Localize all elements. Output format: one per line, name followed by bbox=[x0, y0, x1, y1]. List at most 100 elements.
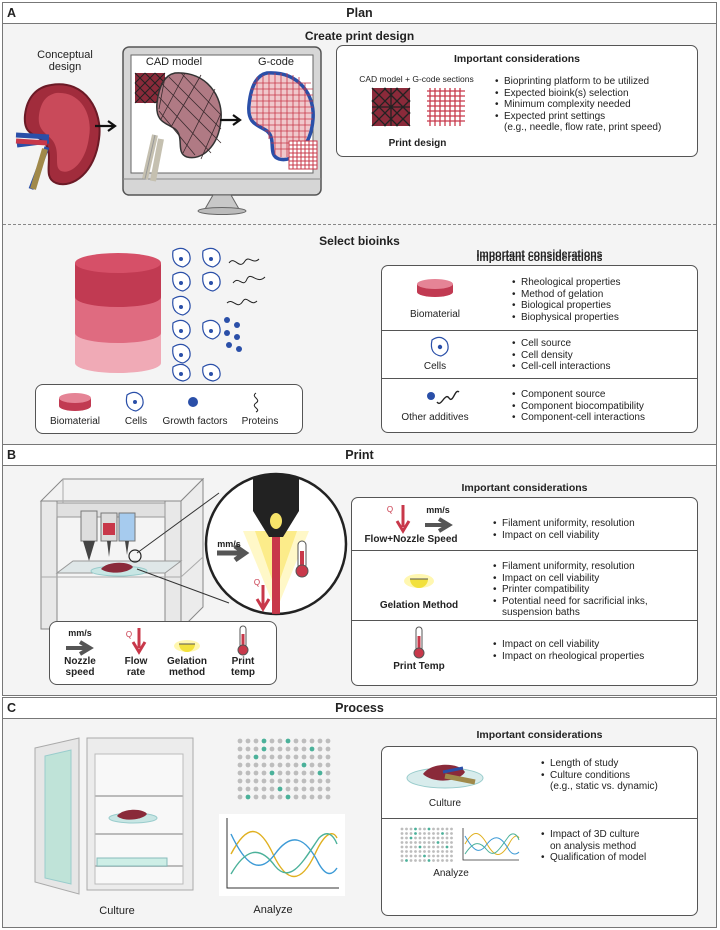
well-dot bbox=[309, 754, 315, 760]
well-dot bbox=[277, 746, 283, 752]
kidney-icon bbox=[15, 83, 101, 190]
panel-b-letter: B bbox=[7, 448, 17, 462]
gelation-icon bbox=[174, 640, 200, 652]
other-additives-icon bbox=[427, 390, 460, 405]
well-dot bbox=[293, 746, 299, 752]
well-dot bbox=[432, 841, 435, 844]
gcode-section-icon bbox=[427, 88, 465, 126]
print-design-label: Print design bbox=[388, 138, 447, 149]
cells-row-label: Cells bbox=[423, 361, 447, 372]
well-dot bbox=[414, 827, 417, 831]
well-dot bbox=[261, 754, 267, 760]
well-dot bbox=[432, 854, 435, 858]
well-dot bbox=[245, 794, 251, 800]
cells-icon bbox=[172, 247, 221, 382]
well-dot bbox=[285, 794, 291, 800]
well-dot bbox=[293, 762, 299, 768]
well-dot bbox=[436, 854, 440, 858]
cell-icon bbox=[125, 391, 144, 412]
well-dot bbox=[405, 832, 408, 835]
gelation-icon bbox=[404, 574, 434, 588]
protein-icon bbox=[253, 392, 259, 413]
well-dot bbox=[237, 738, 243, 744]
analyze-row-label: Analyze bbox=[433, 868, 469, 879]
well-dot bbox=[325, 770, 331, 776]
well-dot bbox=[293, 738, 299, 744]
well-dot bbox=[325, 778, 331, 784]
culture-label: Culture bbox=[99, 905, 135, 917]
well-dot bbox=[293, 794, 299, 800]
list-item: Culture conditions (e.g., static vs. dyn… bbox=[541, 770, 693, 793]
print-considerations-title: Important considerations bbox=[461, 482, 588, 494]
well-dot bbox=[445, 854, 449, 858]
well-dot bbox=[400, 832, 404, 835]
list-item: Impact on cell viability bbox=[493, 530, 693, 542]
well-dot bbox=[253, 770, 259, 776]
list-item: Qualification of model bbox=[541, 852, 693, 864]
well-dot bbox=[441, 827, 444, 831]
well-dot bbox=[450, 845, 453, 849]
well-dot bbox=[436, 841, 440, 844]
list-item: Cell-cell interactions bbox=[512, 361, 692, 373]
list-item: Expected bioink(s) selection bbox=[495, 88, 695, 100]
well-dot bbox=[427, 827, 431, 831]
panel-c-letter: C bbox=[7, 701, 17, 715]
well-dot bbox=[317, 746, 323, 752]
well-dot bbox=[285, 754, 291, 760]
well-dot bbox=[400, 859, 404, 862]
list-item: Impact on cell viability bbox=[493, 573, 697, 585]
well-dot bbox=[301, 778, 307, 784]
zoom-q-label: Q bbox=[253, 578, 261, 587]
process-considerations-title: Important considerations bbox=[476, 729, 603, 741]
gelation-considerations: Filament uniformity, resolution Impact o… bbox=[493, 561, 697, 619]
well-dot bbox=[432, 859, 435, 862]
other-additives-considerations: Component source Component biocompatibil… bbox=[512, 389, 696, 424]
biomaterial-icon bbox=[417, 279, 453, 297]
well-dot bbox=[418, 827, 422, 831]
legend-growth-factors: Growth factors bbox=[162, 416, 228, 427]
well-plate-icon bbox=[237, 738, 331, 800]
well-dot bbox=[409, 850, 413, 853]
well-dot bbox=[285, 770, 291, 776]
well-dot bbox=[309, 746, 315, 752]
well-dot bbox=[269, 778, 275, 784]
panel-c-title: Process bbox=[335, 701, 384, 715]
analysis-chart-icon bbox=[219, 814, 345, 896]
list-item: Cell source bbox=[512, 338, 692, 350]
print-temp-label: Print temp bbox=[231, 656, 255, 678]
well-dot bbox=[237, 794, 243, 800]
panel-a-title: Plan bbox=[346, 6, 373, 20]
zoom-speed-label: mm/s bbox=[217, 539, 241, 549]
section-divider bbox=[3, 224, 716, 225]
well-dot bbox=[427, 836, 431, 840]
well-dot bbox=[427, 845, 431, 849]
well-dot bbox=[261, 738, 267, 744]
flow-nozzle-speed-label: Flow+Nozzle Speed bbox=[364, 534, 458, 545]
arrow-icon bbox=[95, 120, 117, 132]
legend-proteins: Proteins bbox=[241, 416, 279, 427]
well-dot bbox=[414, 859, 417, 862]
well-dot bbox=[309, 770, 315, 776]
well-dot bbox=[269, 770, 275, 776]
well-dot bbox=[432, 836, 435, 840]
list-item: Impact on rheological properties bbox=[493, 651, 697, 663]
well-dot bbox=[418, 845, 422, 849]
biomaterial-icon bbox=[59, 393, 91, 411]
well-dot bbox=[269, 762, 275, 768]
well-dot bbox=[427, 854, 431, 858]
well-dot bbox=[405, 845, 408, 849]
list-item: Filament uniformity, resolution bbox=[493, 561, 697, 573]
well-dot bbox=[253, 754, 259, 760]
well-dot bbox=[277, 738, 283, 744]
flow-q-label: Q bbox=[125, 630, 133, 639]
analyze-label: Analyze bbox=[253, 904, 293, 916]
well-dot bbox=[405, 841, 408, 844]
row-divider bbox=[381, 330, 698, 331]
culture-considerations: Length of study Culture conditions (e.g.… bbox=[541, 758, 693, 793]
well-dot bbox=[301, 762, 307, 768]
well-dot bbox=[237, 778, 243, 784]
well-dot bbox=[317, 754, 323, 760]
nozzle-speed-label: Nozzle speed bbox=[64, 656, 96, 678]
cell-icon bbox=[430, 336, 449, 357]
design-considerations-box: Important considerations CAD model + G-c… bbox=[336, 45, 698, 157]
